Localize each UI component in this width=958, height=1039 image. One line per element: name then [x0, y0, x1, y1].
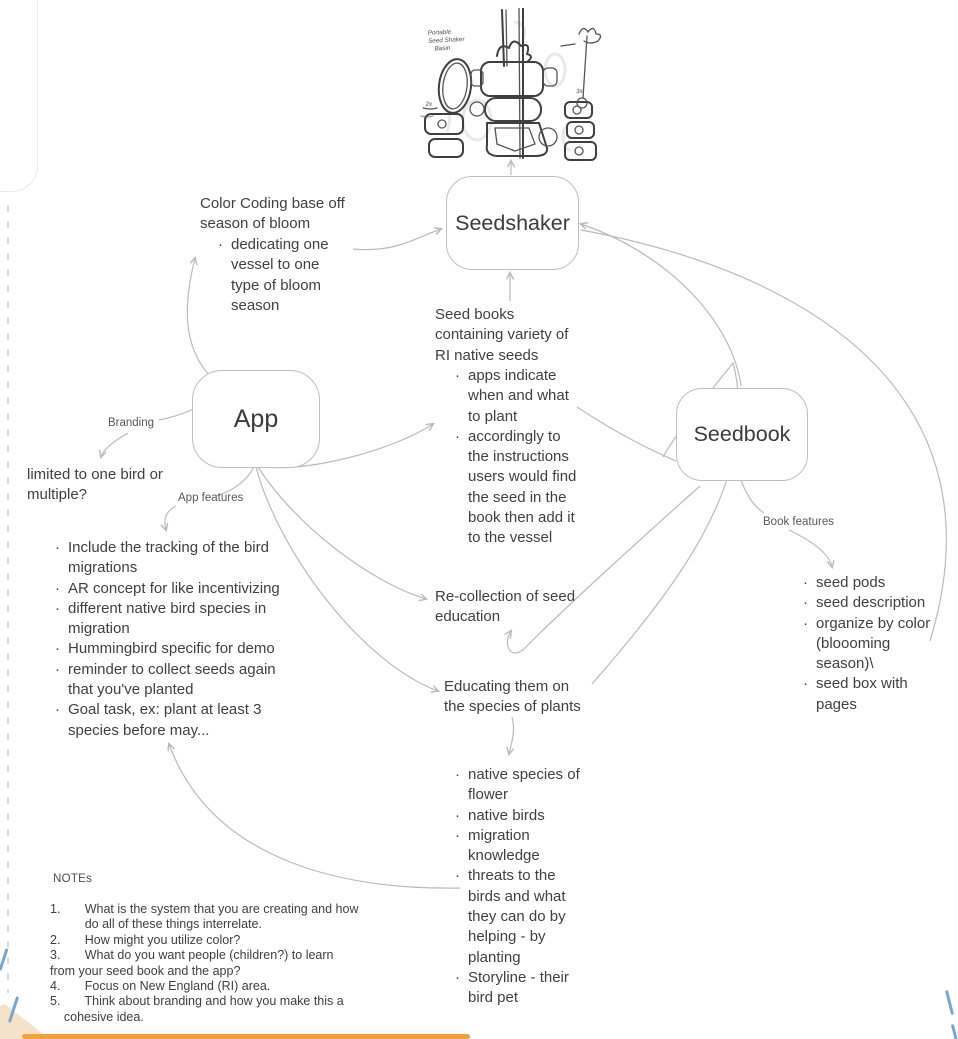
list-item: Hummingbird specific for demo: [55, 639, 300, 660]
list-item: migration knowledge: [455, 826, 580, 867]
connector-app-to-educating: [255, 466, 438, 691]
sketch-title-line: Basin: [434, 45, 451, 53]
sketch-qty-right: 3x: [576, 88, 584, 95]
node-app[interactable]: App: [192, 370, 320, 468]
list-item: threats to the birds and what they can d…: [455, 866, 580, 967]
list-item: Include the tracking of the bird migrati…: [55, 538, 300, 579]
sketch-strokes: [420, 7, 602, 161]
sketch-annotations: Portable Seed Shaker Basin 2x 3x: [424, 29, 584, 109]
node-seedbook[interactable]: Seedbook: [676, 388, 808, 481]
list-item: seed pods: [803, 573, 930, 594]
list-item: Storyline - their bird pet: [455, 968, 580, 1009]
connector-seedbooks-to-seedbook: [576, 406, 677, 462]
connector-appfeatures-label-to-list: [165, 505, 177, 530]
connector-branding-to-limited: [101, 432, 129, 457]
list-item: AR concept for like incentivizing: [55, 579, 300, 600]
list-item: accordingly to the instructions users wo…: [455, 427, 576, 549]
list-item: dedicating one vessel to one type of blo…: [218, 235, 329, 316]
notes-line: 2. How might you utilize color?: [50, 932, 241, 947]
notes-title[interactable]: NOTEs: [53, 873, 93, 885]
label-book-features[interactable]: Book features: [763, 516, 834, 528]
connector-colorcoding-to-seedshaker: [352, 229, 441, 251]
sketch-title-line: Seed Shaker: [428, 36, 466, 45]
connector-app-to-appfeatures-label: [215, 466, 255, 497]
list-item: seed box with pages: [803, 674, 930, 715]
text-color-coding[interactable]: Color Coding base off season of bloom: [200, 195, 345, 233]
node-seedbook-label: Seedbook: [693, 422, 791, 446]
list-book-features[interactable]: seed pods seed description organize by c…: [803, 573, 930, 715]
text-limited-to-one-bird[interactable]: limited to one bird or multiple?: [27, 466, 163, 504]
sketch-qty-left: 2x: [424, 101, 433, 108]
list-item: Goal task, ex: plant at least 3 species …: [55, 700, 300, 741]
list-item: native species of flower: [455, 765, 580, 806]
list-seed-books[interactable]: apps indicate when and what to plant acc…: [455, 366, 576, 549]
notes-line: 5. Think about branding and how you make…: [50, 994, 344, 1009]
notes-line: from your seed book and the app?: [50, 963, 241, 978]
notes-line: do all of these things interrelate.: [50, 917, 262, 932]
connector-app-to-recollection: [257, 466, 426, 599]
label-branding[interactable]: Branding: [108, 417, 155, 429]
frame-corner: [0, 0, 38, 192]
text-seed-books[interactable]: Seed books containing variety of RI nati…: [435, 306, 569, 364]
connector-seedshaker-to-bookfeatures-sweep: [580, 229, 947, 642]
node-app-label: App: [233, 404, 279, 433]
list-plants[interactable]: native species of flower native birds mi…: [455, 765, 580, 1009]
connector-plantslist-to-appfeatures-list: [169, 744, 461, 889]
notes-line: cohesive idea.: [50, 1009, 144, 1024]
connector-seedbook-to-recollection: [507, 485, 701, 654]
list-item: organize by color (bloooming season)\: [803, 614, 930, 675]
connector-educating-to-plantslist: [509, 716, 515, 754]
text-educating[interactable]: Educating them on the species of plants: [444, 678, 581, 716]
orange-bar: [22, 1034, 470, 1039]
node-seedshaker-label: Seedshaker: [455, 210, 570, 235]
notes-line: 1. What is the system that you are creat…: [50, 902, 359, 916]
label-app-features[interactable]: App features: [178, 492, 244, 504]
list-color-coding[interactable]: dedicating one vessel to one type of blo…: [218, 235, 329, 316]
text-recollection[interactable]: Re-collection of seed education: [435, 588, 576, 626]
list-item: apps indicate when and what to plant: [455, 366, 576, 427]
notes-line: 4. Focus on New England (RI) area.: [50, 979, 271, 994]
notes-block[interactable]: 1. What is the system that you are creat…: [50, 902, 358, 1025]
seed-shaker-sketch-image[interactable]: Portable Seed Shaker Basin 2x 3x: [415, 7, 611, 164]
connector-app-to-colorcoding: [186, 258, 214, 380]
connector-bookfeatures-label-to-list: [788, 529, 832, 567]
list-item: seed description: [803, 593, 930, 614]
node-seedshaker[interactable]: Seedshaker: [446, 176, 579, 270]
sketch-title-line: Portable: [428, 29, 452, 37]
frame-dashed-edge: [7, 205, 9, 993]
list-item: reminder to collect seeds again that you…: [55, 660, 300, 701]
list-item: native birds: [455, 806, 580, 827]
connector-seedbook-to-bookfeatures-label: [740, 479, 765, 514]
notes-line: 3. What do you want people (children?) t…: [50, 948, 334, 963]
list-app-features[interactable]: Include the tracking of the bird migrati…: [55, 538, 300, 741]
list-item: different native bird species in migrati…: [55, 599, 300, 640]
connector-seedbook-to-seedshaker: [581, 224, 742, 387]
